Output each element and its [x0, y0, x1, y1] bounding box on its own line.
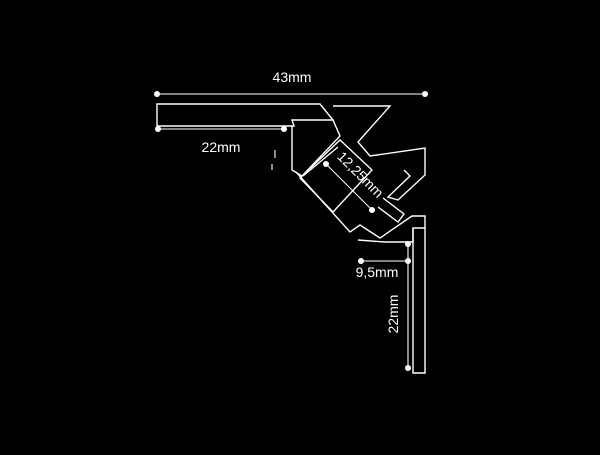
dimension-channel-width: 12,25mm [323, 148, 387, 213]
dimension-overall-width: 43mm [154, 69, 428, 97]
vertical-flange [412, 228, 426, 374]
upper-clip-arm [333, 105, 426, 201]
dimension-endpoint [422, 91, 428, 97]
dimension-endpoint [405, 365, 411, 371]
label-overall-width: 43mm [273, 69, 312, 85]
dimension-endpoint [369, 207, 375, 213]
label-side-offset: 9,5mm [356, 264, 399, 280]
label-top-flange: 22mm [202, 139, 241, 155]
dimension-line [325, 163, 373, 211]
dimension-top-flange: 22mm [155, 126, 287, 155]
dimension-side-offset: 9,5mm [356, 258, 411, 280]
channel-body [291, 119, 341, 177]
label-vertical-flange: 22mm [385, 295, 401, 334]
dimension-endpoint [154, 91, 160, 97]
dimension-endpoint [323, 161, 329, 167]
lower-diagonal-wall [295, 171, 426, 243]
dimension-endpoint [155, 126, 161, 132]
dimension-endpoint [281, 126, 287, 132]
led-channel-inner [302, 146, 339, 177]
top-flange [156, 103, 335, 127]
dimension-endpoint [405, 241, 411, 247]
label-channel-width: 12,25mm [334, 148, 387, 201]
notch [377, 197, 405, 223]
dimension-endpoint [358, 258, 364, 264]
dimension-vertical-flange: 22mm [385, 241, 411, 371]
profile-outline [156, 103, 426, 374]
